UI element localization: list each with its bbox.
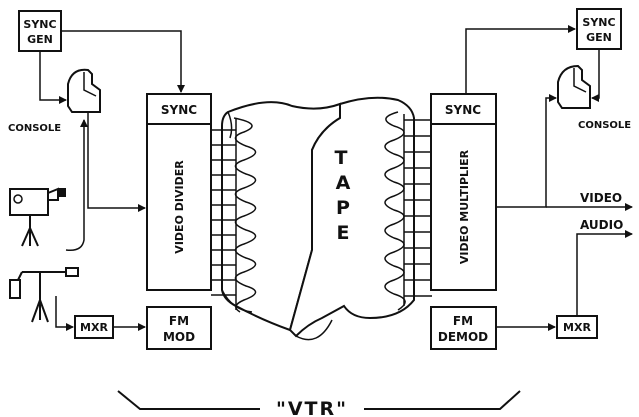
sync-gen-right-box: SYNC GEN [576,8,622,50]
mxr-left-label: MXR [80,321,108,334]
fm-demod-label-2: DEMOD [438,330,488,344]
sync-right-box: SYNC [430,93,497,125]
tape-drawing: T A P E [211,96,432,341]
sync-left-label: SYNC [161,103,197,117]
fm-demod-label-1: FM [453,314,473,328]
left-head-coils [211,117,257,313]
video-multiplier-label: VIDEO MULTIPLIER [458,149,471,264]
video-output-label: VIDEO [580,191,622,205]
tape-label-a: A [336,172,351,194]
console-monitor-icon [557,64,591,109]
fm-mod-label-1: FM [169,314,189,328]
left-signal-lines [39,30,185,331]
fm-mod-label-2: MOD [163,330,195,344]
sync-right-label: SYNC [445,103,481,117]
sync-gen-left-label-1: SYNC [23,18,56,31]
fm-demod-box: FM DEMOD [430,306,497,350]
video-multiplier-box: VIDEO MULTIPLIER [430,123,497,291]
audio-output-label: AUDIO [580,218,623,232]
tape-label-t: T [335,147,348,169]
video-divider-label: VIDEO DIVIDER [173,160,186,254]
console-left-label: CONSOLE [8,123,61,134]
sync-gen-right-label-1: SYNC [582,16,615,29]
mxr-left-box: MXR [74,315,114,339]
sync-gen-left-label-2: GEN [27,33,53,46]
fm-mod-box: FM MOD [146,306,212,350]
sync-gen-right-label-2: GEN [586,31,612,44]
right-head-coils [384,111,432,311]
sync-gen-left-box: SYNC GEN [18,10,62,52]
mxr-right-label: MXR [563,321,591,334]
microphone-icon [9,267,79,323]
tape-label-p: P [336,197,350,219]
right-signal-lines [465,25,633,331]
vtr-label: "VTR" [276,398,348,417]
console-right-label: CONSOLE [578,120,631,131]
sync-left-box: SYNC [146,93,212,125]
tape-label-e: E [337,222,350,244]
tv-camera-icon [9,187,66,247]
mxr-right-box: MXR [556,315,598,339]
vtr-bracket: "VTR" [117,390,521,417]
video-divider-box: VIDEO DIVIDER [146,123,212,291]
console-monitor-icon [67,68,101,113]
